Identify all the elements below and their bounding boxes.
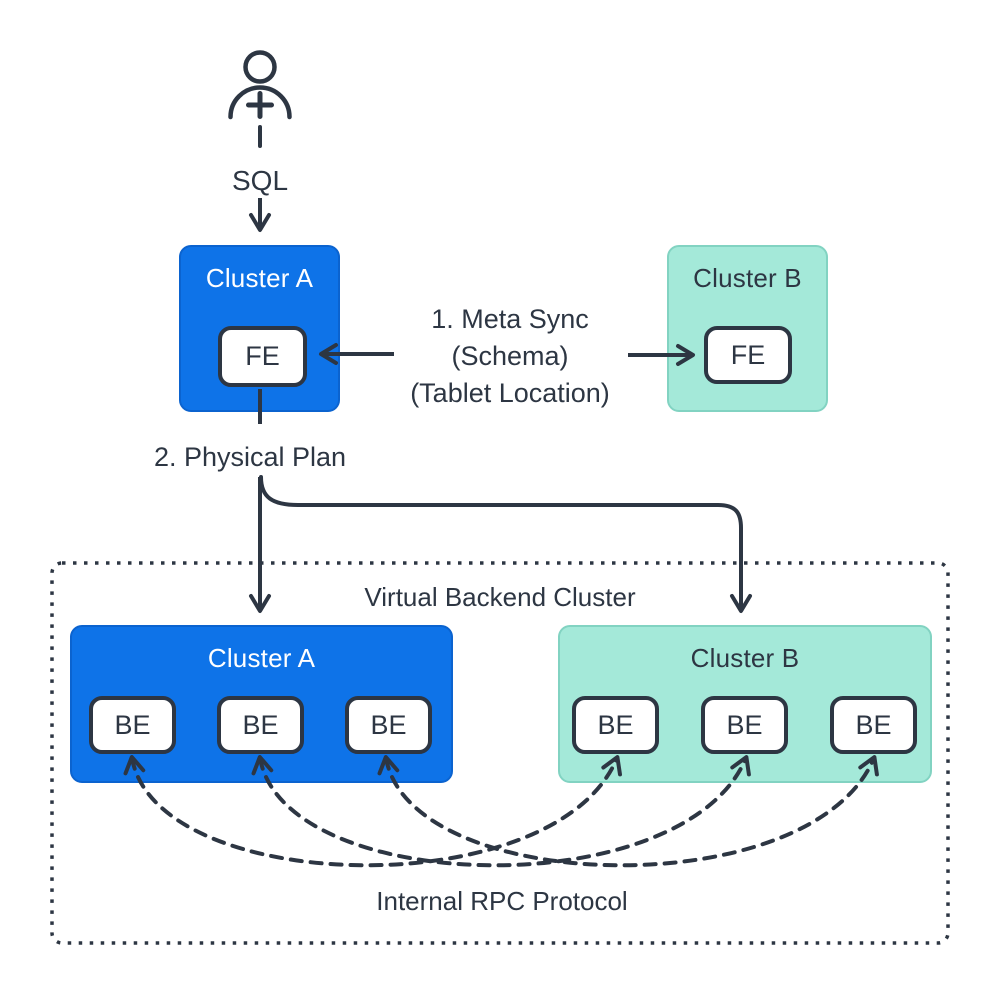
- meta-sync-line-3: (Tablet Location): [410, 378, 610, 408]
- meta-sync-label: 1. Meta Sync (Schema) (Tablet Location): [370, 301, 650, 412]
- be-node: BE: [830, 696, 917, 754]
- be-node: BE: [89, 696, 176, 754]
- bottom-cluster-a-be-row: BE BE BE: [72, 696, 451, 754]
- be-node-label: BE: [370, 709, 407, 740]
- user-plus-icon: [228, 50, 292, 120]
- top-cluster-a-fe-node: FE: [218, 326, 307, 387]
- bottom-cluster-a-title: Cluster A: [207, 643, 316, 673]
- top-cluster-a-title: Cluster A: [205, 263, 314, 293]
- bottom-cluster-b-title: Cluster B: [690, 643, 800, 673]
- virtual-backend-cluster-title: Virtual Backend Cluster: [364, 582, 636, 612]
- be-node-label: BE: [726, 709, 763, 740]
- top-cluster-a-box: Cluster A FE: [179, 245, 340, 412]
- bottom-cluster-a-box: Cluster A BE BE BE: [70, 625, 453, 783]
- be-node: BE: [572, 696, 659, 754]
- meta-sync-line-1: 1. Meta Sync: [431, 304, 589, 334]
- top-cluster-b-fe-node: FE: [704, 326, 792, 384]
- be-node: BE: [701, 696, 788, 754]
- physical-plan-label: 2. Physical Plan: [143, 439, 357, 475]
- sql-label: SQL: [231, 165, 289, 196]
- be-node-label: BE: [242, 709, 279, 740]
- fe-node-label: FE: [245, 341, 280, 371]
- internal-rpc-protocol-label: Internal RPC Protocol: [376, 886, 628, 916]
- be-node: BE: [345, 696, 432, 754]
- meta-sync-line-2: (Schema): [451, 341, 569, 371]
- fe-node-label: FE: [730, 339, 766, 370]
- be-node-label: BE: [855, 709, 892, 740]
- top-cluster-b-title: Cluster B: [693, 263, 802, 293]
- be-node-label: BE: [114, 709, 151, 740]
- top-cluster-b-box: Cluster B FE: [667, 245, 828, 412]
- be-node: BE: [217, 696, 304, 754]
- be-node-label: BE: [597, 709, 634, 740]
- bottom-cluster-b-be-row: BE BE BE: [560, 696, 930, 754]
- bottom-cluster-b-box: Cluster B BE BE BE: [558, 625, 932, 783]
